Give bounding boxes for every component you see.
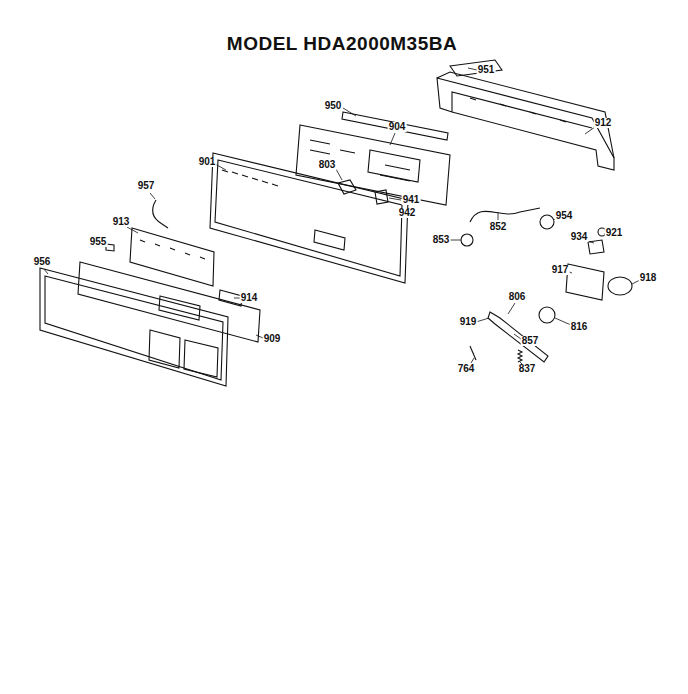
callout-number: 919: [459, 317, 478, 327]
control-console: [210, 153, 408, 283]
window-part: [219, 290, 242, 306]
control-housing: [437, 72, 614, 170]
callout-number: 941: [402, 195, 421, 205]
callout-number: 921: [605, 228, 624, 238]
callout-number: 955: [89, 237, 108, 247]
model-title: MODEL HDA2000M35BA: [227, 33, 457, 55]
callout-number: 942: [398, 208, 417, 218]
callout-number: 913: [112, 217, 131, 227]
callout-number: 914: [240, 293, 259, 303]
switch-strip: [130, 228, 214, 286]
shield-strip: [342, 112, 448, 140]
callout-number: 764: [457, 364, 476, 374]
fan-part: [539, 307, 555, 323]
timer-motor: [608, 277, 632, 295]
callout-number: 917: [551, 265, 570, 275]
lever-arm: [488, 312, 548, 362]
callout-number: 909: [263, 334, 282, 344]
callout-number: 857: [521, 336, 540, 346]
trim-frame: [40, 268, 228, 386]
callout-number: 803: [318, 160, 337, 170]
callout-number: 912: [594, 118, 613, 128]
knob: [461, 234, 473, 246]
callout-number: 957: [137, 181, 156, 191]
callout-number: 806: [508, 292, 527, 302]
callout-number: 852: [489, 222, 508, 232]
spring: [518, 350, 522, 362]
ribbon-cable: [153, 200, 168, 228]
insulation-strip: [450, 60, 502, 76]
callout-number: 901: [198, 157, 217, 167]
callout-number: 837: [518, 364, 537, 374]
wire-harness: [470, 208, 540, 222]
callout-number: 951: [477, 65, 496, 75]
callout-number: 954: [555, 211, 574, 221]
leader-lines: [44, 68, 640, 364]
callout-number: 816: [570, 322, 589, 332]
callout-number: 934: [570, 232, 589, 242]
screw: [470, 346, 476, 360]
callout-number: 956: [33, 257, 52, 267]
mounting-plate: [566, 264, 604, 300]
callout-number: 950: [324, 101, 343, 111]
callout-number: 918: [639, 273, 658, 283]
control-board: [296, 125, 450, 205]
bracket-part: [588, 240, 604, 254]
callout-number: 853: [432, 235, 451, 245]
callout-number: 904: [388, 122, 407, 132]
indicator-light: [540, 215, 554, 229]
